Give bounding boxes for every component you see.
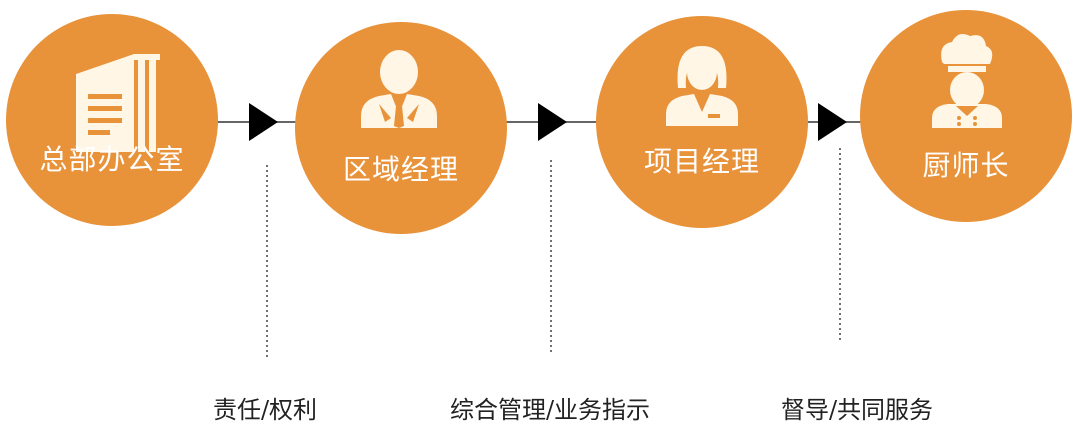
female-manager-icon bbox=[666, 46, 738, 126]
node-head-chef: 厨师长 bbox=[860, 10, 1072, 222]
node-label: 厨师长 bbox=[922, 149, 1010, 182]
building-icon bbox=[76, 54, 160, 152]
node-label: 区域经理 bbox=[342, 153, 459, 186]
connection-label-1: 责任/权利 bbox=[212, 396, 318, 424]
male-manager-icon bbox=[361, 50, 437, 128]
arrow-3-icon bbox=[818, 103, 847, 141]
arrow-2-icon bbox=[538, 103, 567, 141]
arrow-1-icon bbox=[249, 103, 278, 141]
connection-label-2: 综合管理/业务指示 bbox=[449, 396, 651, 424]
node-label: 项目经理 bbox=[643, 145, 760, 178]
node-regional-manager: 区域经理 bbox=[295, 22, 507, 234]
node-headquarters: 总部办公室 bbox=[6, 14, 218, 226]
node-label: 总部办公室 bbox=[39, 143, 185, 176]
chef-icon bbox=[932, 34, 1002, 128]
connection-label-3: 督导/共同服务 bbox=[780, 396, 934, 424]
node-project-manager: 项目经理 bbox=[596, 16, 808, 228]
